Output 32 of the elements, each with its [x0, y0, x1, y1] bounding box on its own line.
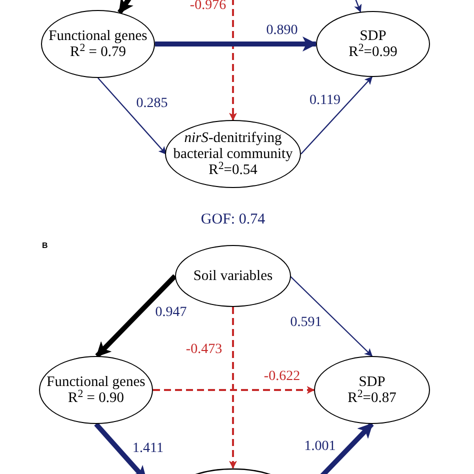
goodness-of-fit: GOF: 0.74	[200, 212, 266, 228]
path-coefficient: 1.001	[304, 440, 336, 454]
panel-letter: B	[42, 242, 48, 250]
arrow	[229, 307, 237, 469]
arrow	[95, 274, 177, 358]
r-squared-value: R$^{2}$=0.99	[348, 44, 398, 60]
node-title: SDP	[360, 28, 386, 44]
node-title: Functional genes	[46, 374, 146, 390]
path-coefficient: -0.473	[186, 343, 222, 357]
arrow	[300, 76, 373, 154]
path-coefficient: 0.285	[136, 97, 168, 111]
arrow	[153, 386, 315, 394]
r-squared-value: R$^{2}$=0.87	[348, 390, 396, 406]
node-title: Functional genes	[48, 28, 148, 44]
path-coefficient: -0.976	[190, 0, 226, 13]
node-title: SDP	[358, 374, 386, 390]
arrow	[290, 276, 373, 357]
path-coefficient: 0.119	[310, 94, 340, 108]
path-coefficient: 0.947	[155, 306, 187, 320]
r-squared-value: R$^{2}$ = 0.90	[68, 390, 124, 406]
path-coefficient: 0.591	[290, 316, 322, 330]
r-squared-value: R$^{2}$=0.54	[208, 162, 258, 178]
path-coefficient: -0.622	[264, 370, 300, 384]
r-squared-value: R$^{2}$ = 0.79	[70, 44, 126, 60]
node-title: nirS-denitrifying bacterial community	[172, 130, 294, 162]
node-title: Soil variables	[193, 268, 273, 284]
path-coefficient: 0.890	[266, 24, 298, 38]
arrow	[229, 0, 237, 121]
arrow	[155, 36, 318, 52]
path-coefficient: 1.411	[132, 442, 164, 456]
arrow	[98, 78, 167, 155]
arrow	[94, 422, 148, 474]
